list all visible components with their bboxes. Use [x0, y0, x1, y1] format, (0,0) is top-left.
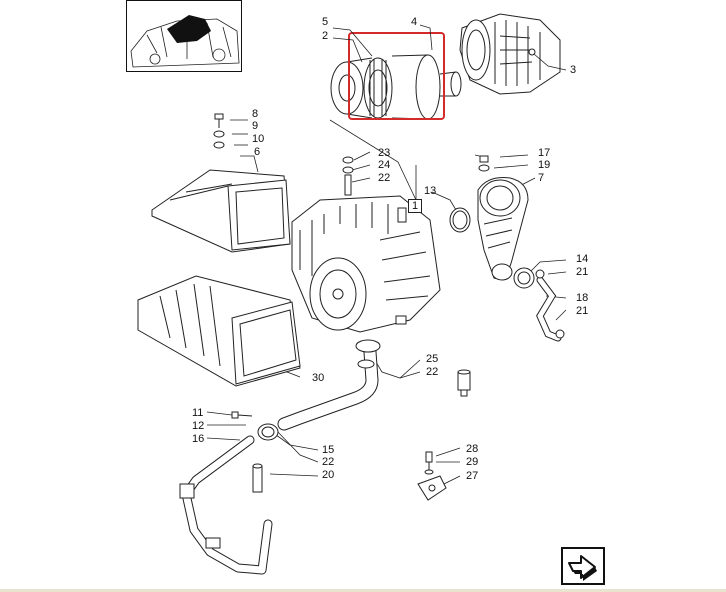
callout-11: 11 — [192, 407, 204, 419]
callout-18: 17 — [538, 147, 551, 159]
callout-28: 28 — [466, 443, 479, 455]
callout-20: 20 — [322, 469, 335, 481]
plug-18 — [478, 155, 490, 172]
callout-22-right: 22 — [426, 366, 439, 378]
page-bottom-border — [0, 589, 726, 592]
bolt-8 — [213, 113, 225, 149]
callout-5: 5 — [322, 16, 329, 28]
callout-21-upper: 21 — [576, 266, 589, 278]
pipe-16 — [179, 435, 273, 575]
callout-10: 10 — [252, 133, 265, 145]
callout-9: 9 — [252, 120, 259, 132]
callout-6: 6 — [254, 146, 261, 158]
clamp-22 — [257, 423, 279, 441]
callout-24: 23 — [378, 147, 391, 159]
air-cleaner-body — [291, 195, 441, 333]
callout-30: 30 — [312, 372, 325, 384]
callout-22-left: 22 — [322, 456, 335, 468]
callout-15: 15 — [322, 444, 335, 456]
callout-21-lower: 21 — [576, 305, 589, 317]
callout-29: 29 — [466, 456, 479, 468]
callout-16: 16 — [192, 433, 205, 445]
callout-12: 12 — [192, 420, 205, 432]
callout-7: 7 — [538, 172, 545, 184]
hose-7 — [477, 177, 529, 281]
callout-26: 25 — [426, 353, 439, 365]
callout-4: 4 — [411, 16, 418, 28]
next-page-arrow-icon — [568, 555, 597, 581]
callout-3: 3 — [570, 64, 577, 76]
tube-20 — [252, 463, 263, 493]
bolt-11 — [231, 411, 253, 419]
callout-25: 24 — [378, 159, 391, 171]
pipe-17 — [535, 269, 565, 342]
duct-6 — [151, 169, 291, 253]
duct-30 — [137, 275, 301, 387]
callout-17: 18 — [576, 292, 589, 304]
next-page-button[interactable] — [561, 547, 605, 585]
clamp-13 — [449, 207, 471, 233]
callout-27: 27 — [466, 470, 479, 482]
air-filter-assembly — [330, 54, 462, 120]
callout-1: 1 — [408, 199, 423, 213]
callout-2: 2 — [322, 30, 329, 42]
callout-8: 8 — [252, 108, 259, 120]
pipe-15 — [277, 339, 381, 431]
clamp-14 — [513, 267, 535, 289]
callout-13: 13 — [424, 185, 437, 197]
filter-highlight-box[interactable] — [348, 32, 445, 120]
bolt-23 — [342, 156, 354, 196]
sensor-26 — [457, 369, 471, 397]
callout-23: 22 — [378, 172, 391, 184]
air-cleaner-housing — [459, 13, 561, 95]
thumbnail-icon — [130, 15, 240, 68]
bracket-27 — [417, 451, 447, 501]
callout-19: 19 — [538, 159, 551, 171]
tractor-location-thumbnail — [126, 0, 242, 72]
callout-14: 14 — [576, 253, 589, 265]
